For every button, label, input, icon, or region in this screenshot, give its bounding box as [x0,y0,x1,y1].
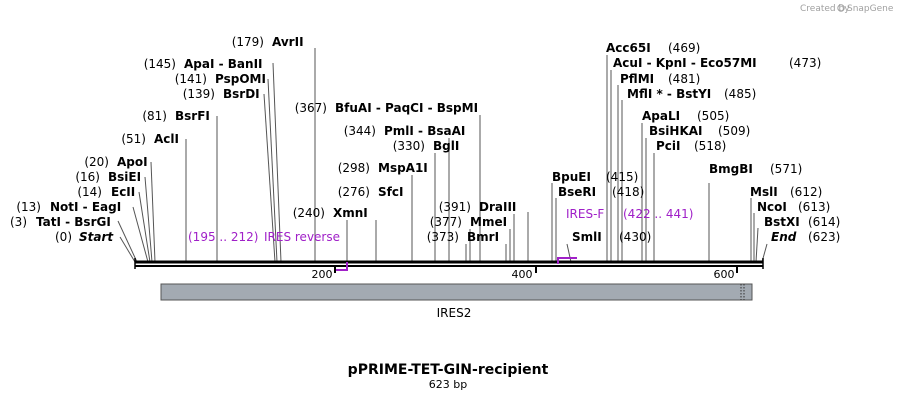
site-pos-ncoi: (613) [798,200,830,214]
site-pos-start: (0) [55,230,72,244]
site-pos-bmgbi: (571) [770,162,802,176]
site-pos-bseri: (418) [612,185,644,199]
site-pos-acli: (51) [121,132,146,146]
site-pos-xmni: (240) [293,206,325,220]
site-pflmi: PflMI [620,72,654,86]
site-end: End [771,230,797,244]
site-apoi: ApoI [117,155,148,169]
site-pos-apali: (505) [697,109,729,123]
primer-ires-reverse-arrow [335,262,348,271]
site-bseri: BseRI [558,185,596,199]
site-draiii: DraIII [479,200,516,214]
site-avrii: AvrII [272,35,304,49]
site-bsrfi: BsrFI [175,109,210,123]
brand-text: SnapGene [847,4,894,14]
plasmid-title: pPRIME-TET-GIN-recipient [348,362,549,378]
site-bsiei: BsiEI [108,170,141,184]
primer-ires-f-range: (422 .. 441) [623,207,693,221]
site-pos-acui: (473) [789,56,821,70]
site-apai-banii: ApaI - BanII [184,57,263,71]
site-pos-sfci: (276) [338,185,370,199]
site-pos-draiii: (391) [439,200,471,214]
site-apali: ApaLI [642,109,680,123]
ruler-tick-600: 600 [714,268,735,281]
site-pos-pspomi: (141) [175,72,207,86]
site-pos-apoi: (20) [84,155,109,169]
site-pos-pmli: (344) [344,124,376,138]
site-pos-bsrdi: (139) [183,87,215,101]
feature-ires2[interactable]: IRES2 [160,283,753,320]
site-mspa1i: MspA1I [378,161,428,175]
site-mmei: MmeI [470,215,507,229]
site-pos-ecii: (14) [77,185,102,199]
site-pcii: PciI [656,139,681,153]
site-pos-bfuai: (367) [295,101,327,115]
site-pos-tati: (3) [10,215,27,229]
ruler-tick-400: 400 [512,268,533,281]
site-pos-mspa1i: (298) [338,161,370,175]
site-pos-bsiei: (16) [75,170,100,184]
site-ecii: EcII [111,185,135,199]
site-pos-bsihkai: (509) [718,124,750,138]
site-leader-lines [117,48,768,263]
site-bstxi: BstXI [764,215,800,229]
site-bsrdi: BsrDI [223,87,260,101]
primer-ires-reverse-name: IRES reverse [264,230,340,244]
site-pos-mmei: (377) [430,215,462,229]
site-bmri: BmrI [467,230,499,244]
site-pos-bsrfi: (81) [142,109,167,123]
site-pos-pcii: (518) [694,139,726,153]
site-acli: AclI [154,132,179,146]
site-msli: MslI [750,185,778,199]
site-pos-bpuei: (415) [606,170,638,184]
site-ncoi: NcoI [757,200,787,214]
primer-labels: (195 .. 212) IRES reverse IRES-F (422 ..… [188,207,693,244]
site-bsihkai: BsiHKAI [649,124,703,138]
site-mfli-bstyi: MflI * - BstYI [627,87,711,101]
site-pos-smli: (430) [619,230,651,244]
site-xmni: XmnI [333,206,368,220]
site-pos-mfli: (485) [724,87,756,101]
site-pmli-bsaai: PmlI - BsaAI [384,124,465,138]
site-pos-apai: (145) [144,57,176,71]
site-pos-acc65i: (469) [668,41,700,55]
site-pos-msli: (612) [790,185,822,199]
site-acui-kpni-eco57mi: AcuI - KpnI - Eco57MI [613,56,757,70]
site-smli: SmlI [572,230,602,244]
ruler-tick-200: 200 [312,268,333,281]
site-pos-bmri: (373) [427,230,459,244]
site-start: Start [79,230,114,244]
middle-site-labels: (240) XmnI (276) SfcI (298) MspA1I (330)… [293,101,517,244]
site-pos-noti: (13) [16,200,41,214]
watermark-text: Created by [800,4,850,14]
site-pspomi: PspOMI [215,72,266,86]
site-sfci: SfcI [378,185,403,199]
primer-ires-reverse-range: (195 .. 212) [188,230,258,244]
site-pos-pflmi: (481) [668,72,700,86]
right-site-labels: BpuEI (415) BseRI (418) SmlI (430) Acc65… [552,41,840,244]
site-noti-eagi: NotI - EagI [50,200,121,214]
site-bpuei: BpuEI [552,170,591,184]
primer-ires-f-name: IRES-F [566,207,604,221]
site-pos-bgli: (330) [393,139,425,153]
site-pos-bstxi: (614) [808,215,840,229]
snapgene-watermark: Created by SnapGene [800,4,894,14]
site-bfuai-paqci-bspmi: BfuAI - PaqCI - BspMI [335,101,478,115]
primer-arrows [335,257,577,271]
snapgene-logo-icon [837,4,845,12]
site-pos-avrii: (179) [232,35,264,49]
site-pos-end: (623) [808,230,840,244]
site-tati-bsrgi: TatI - BsrGI [36,215,111,229]
site-bmgbi: BmgBI [709,162,753,176]
primer-ires-f-arrow [557,257,577,264]
sequence-backbone [134,258,764,269]
ruler: 200 400 600 [312,266,738,281]
site-acc65i: Acc65I [606,41,651,55]
feature-ires2-label: IRES2 [437,306,472,320]
plasmid-length: 623 bp [429,378,467,391]
site-bgli: BglI [433,139,459,153]
left-site-labels: (0) Start (3) TatI - BsrGI (13) NotI - E… [10,35,304,244]
